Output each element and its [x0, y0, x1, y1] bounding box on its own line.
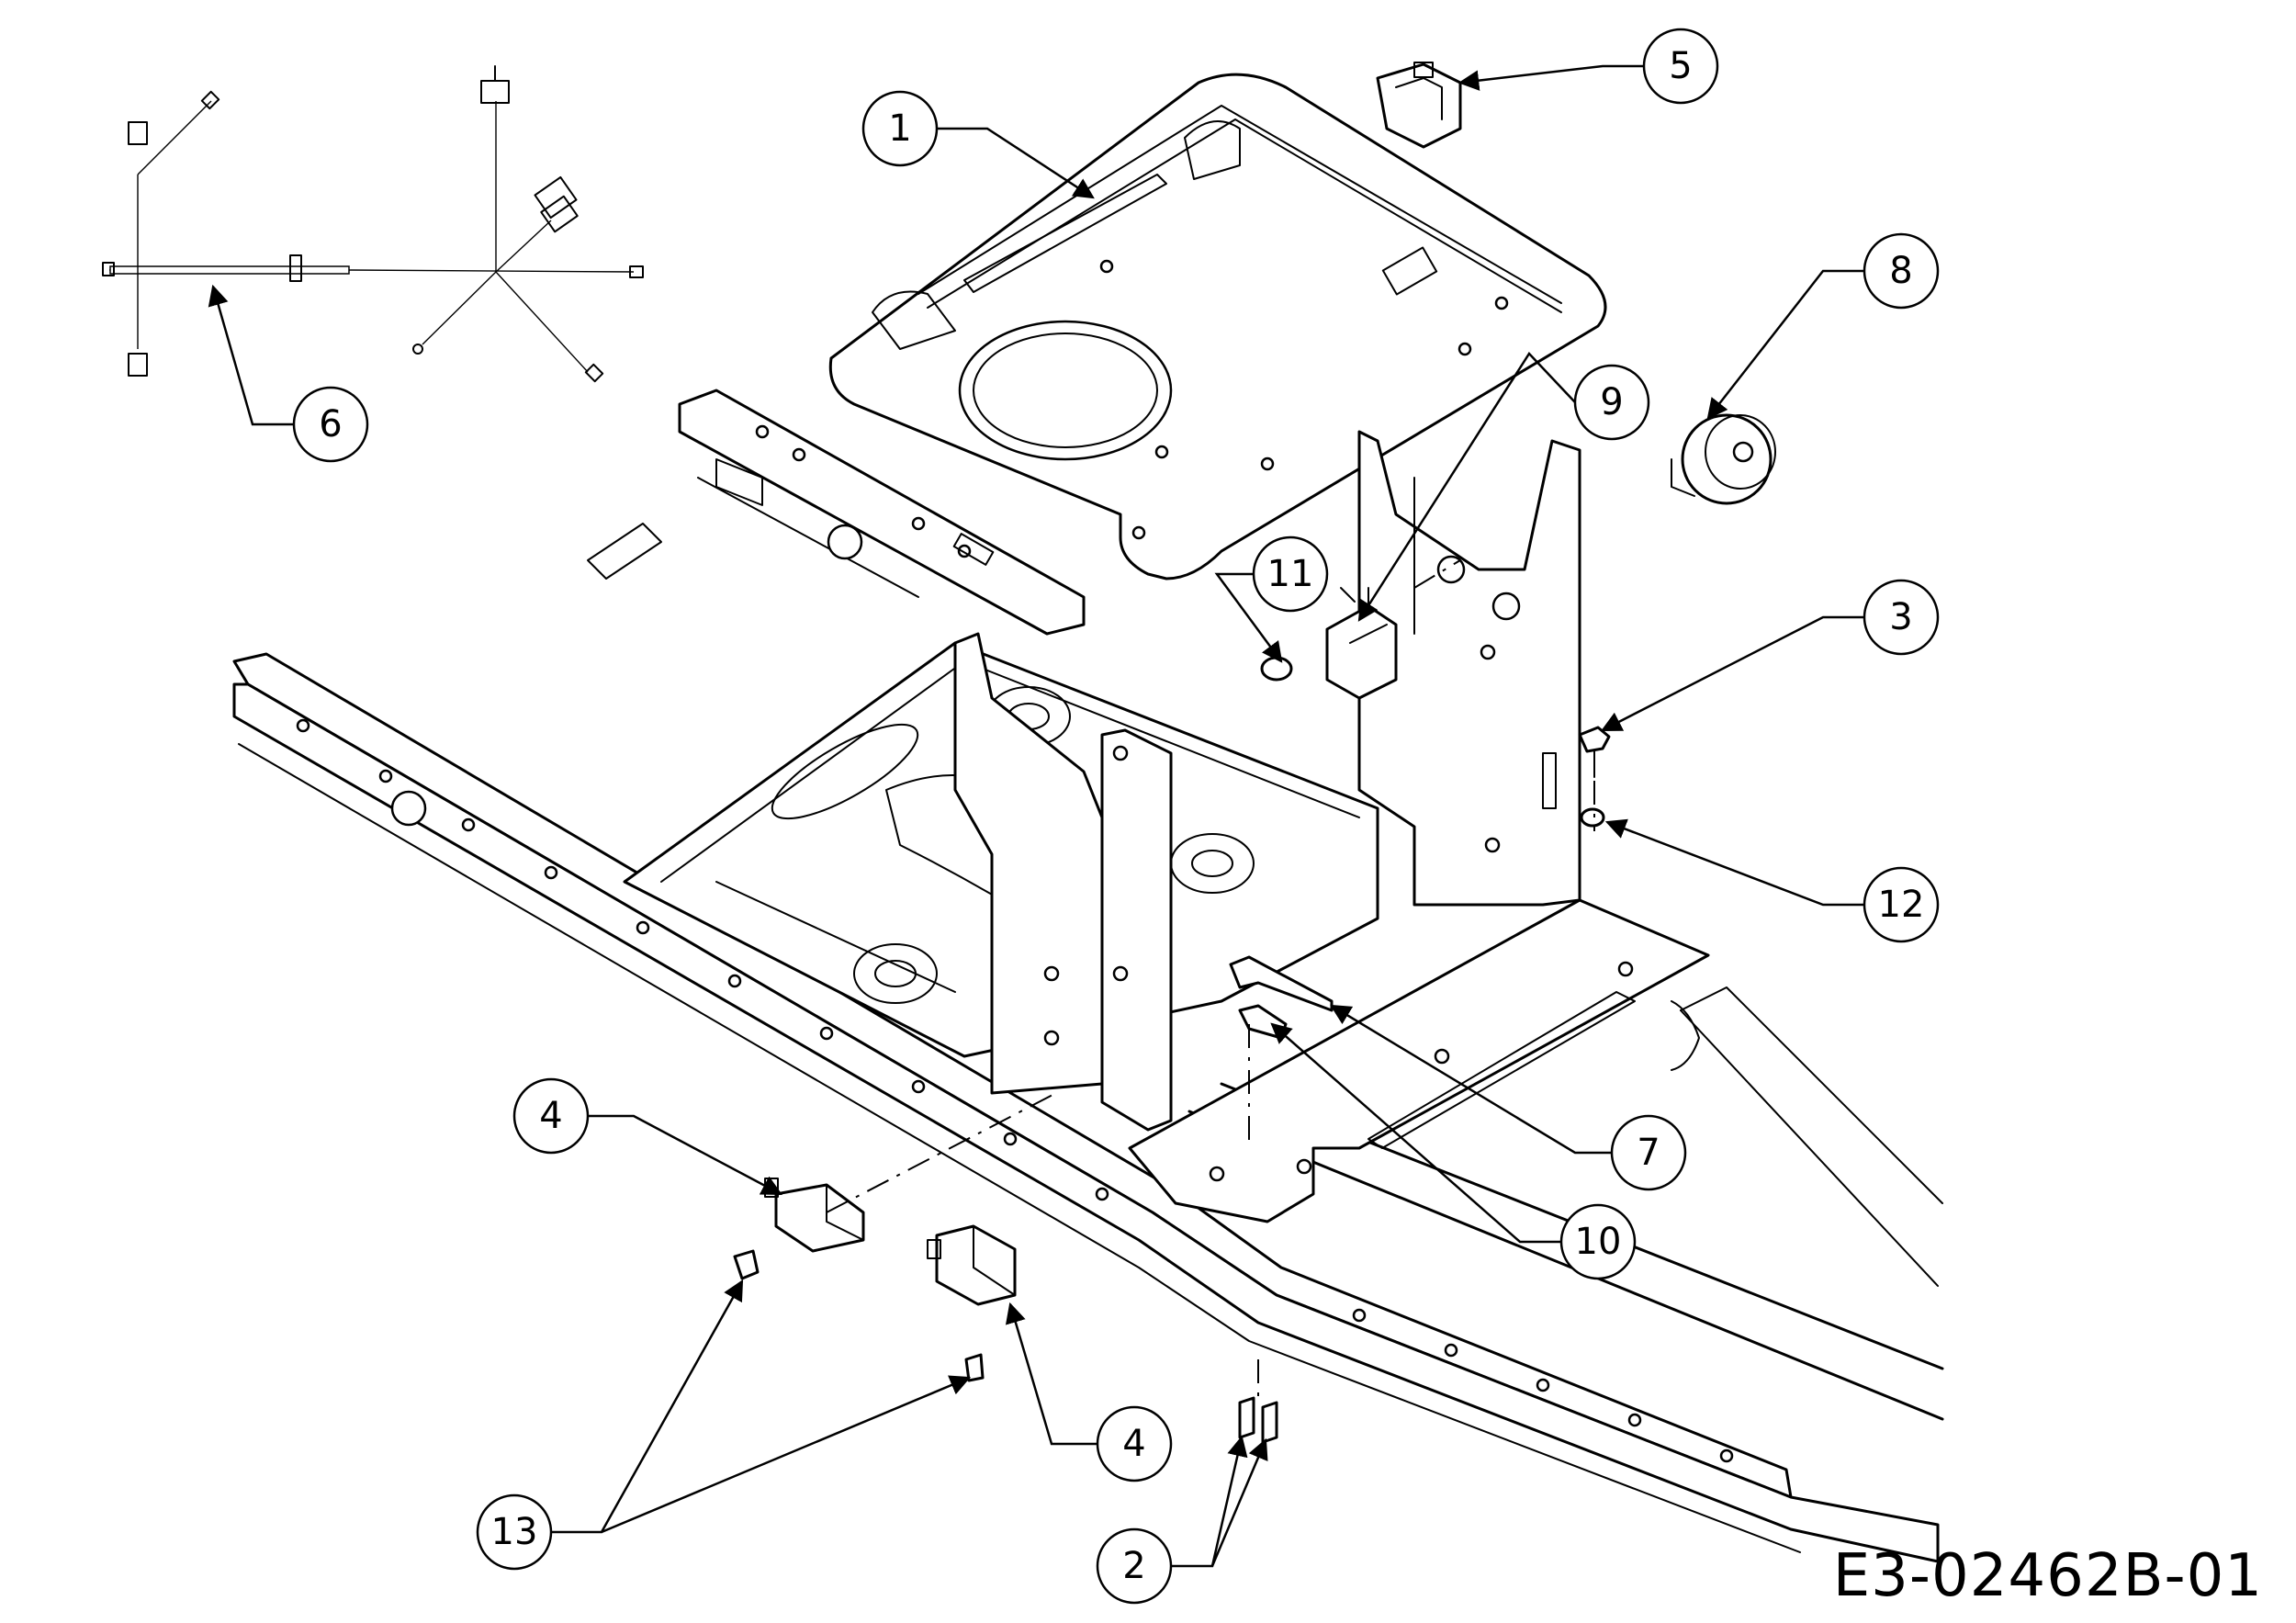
callout-4-left-label: 4 [539, 1095, 562, 1137]
callout-10: 10 [1270, 1022, 1637, 1280]
part-13-screws [733, 1249, 985, 1382]
lower-cross-rail [1128, 898, 1943, 1287]
callout-2-label: 2 [1122, 1545, 1145, 1587]
callout-12-label: 12 [1878, 884, 1925, 926]
callout-10-label: 10 [1575, 1221, 1622, 1263]
callout-11: 11 [1214, 535, 1329, 663]
part-5-switch [1376, 62, 1462, 149]
callout-3-label: 3 [1889, 596, 1912, 638]
callout-11-label: 11 [1267, 553, 1314, 595]
callout-1: 1 [861, 90, 1095, 199]
callout-5: 5 [1458, 28, 1719, 105]
part-3-bolt [1578, 726, 1611, 778]
callout-12: 12 [1604, 818, 1940, 943]
assembly-centerlines [826, 559, 1595, 1401]
rear-frame [587, 389, 1086, 636]
part-4-relay-a [764, 1178, 865, 1253]
rail-holes [296, 718, 1734, 1463]
callout-8: 8 [1706, 232, 1940, 420]
callout-7-label: 7 [1637, 1132, 1660, 1174]
wiring-harness [102, 65, 644, 383]
part-2-rivets [1238, 1396, 1278, 1444]
callout-9-label: 9 [1600, 381, 1623, 423]
upright-panels [953, 430, 1581, 1132]
part-12-nut [1580, 807, 1605, 828]
callout-4-right: 4 [1005, 1302, 1173, 1482]
callout-4-left: 4 [512, 1077, 782, 1196]
callout-3: 3 [1600, 579, 1940, 732]
callout-2: 2 [1096, 1435, 1268, 1605]
seat-pan [828, 73, 1607, 580]
callout-8-label: 8 [1889, 250, 1912, 292]
callout-9: 9 [1357, 351, 1650, 622]
callout-7: 7 [1330, 1004, 1687, 1191]
part-11-plug [1260, 656, 1293, 682]
callout-13: 13 [476, 1279, 972, 1571]
callout-6-label: 6 [319, 403, 342, 445]
callout-13-label: 13 [491, 1511, 538, 1553]
part-10-bracket [1238, 1004, 1288, 1040]
callout-6: 6 [208, 284, 369, 463]
part-8-ignition-switch [1671, 413, 1776, 505]
part-4-relay-b [927, 1224, 1017, 1306]
callout-4-right-label: 4 [1122, 1423, 1145, 1465]
drawing-code: E3-02462B-01 [1832, 1542, 2263, 1610]
callout-5-label: 5 [1669, 45, 1692, 87]
callout-1-label: 1 [888, 107, 911, 150]
